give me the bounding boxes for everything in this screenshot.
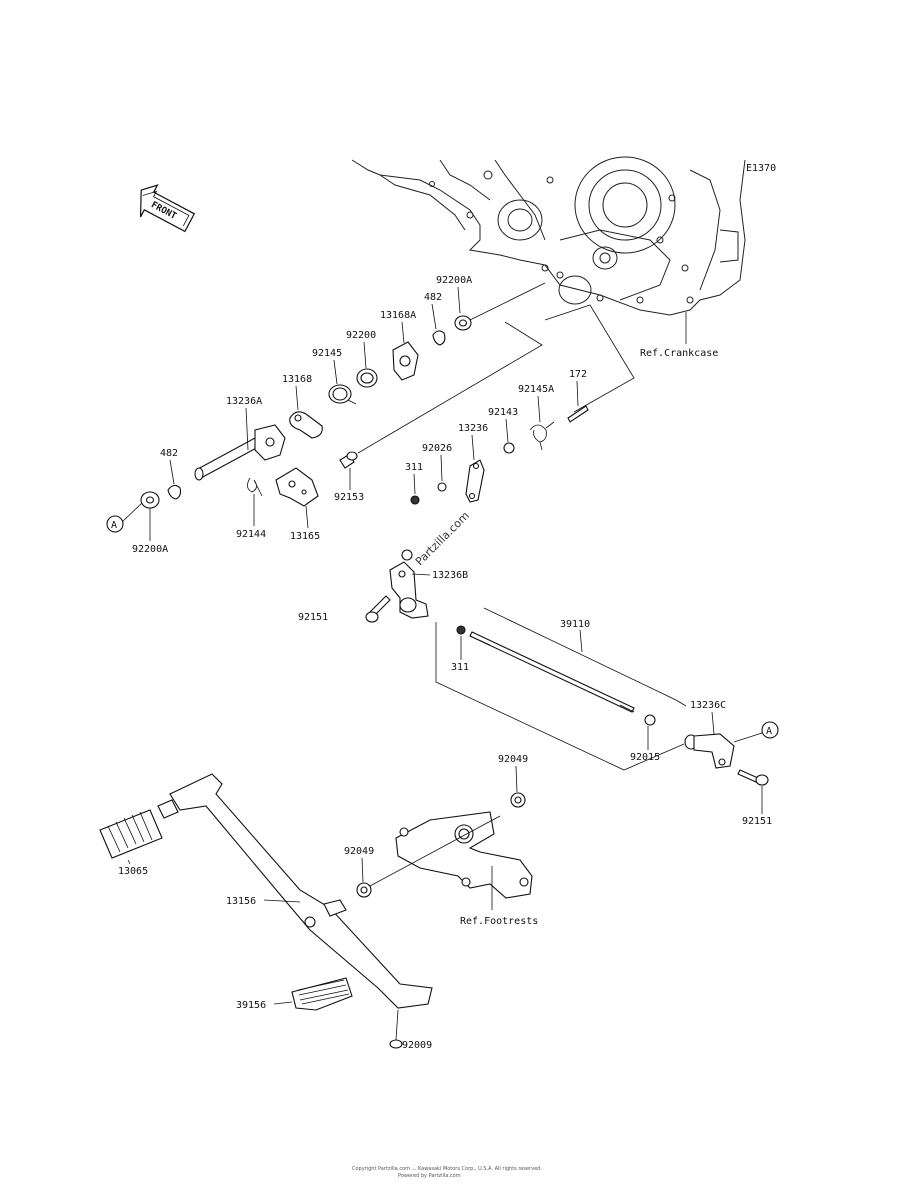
part-92015-nut: [644, 714, 656, 726]
part-13236C-lever: [684, 733, 735, 769]
part-39110-tie-rod: [469, 631, 635, 713]
part-92200A-washer: [454, 315, 472, 331]
label-482-left: 482: [160, 448, 178, 459]
part-92049-bushing-mid: [356, 882, 372, 898]
svg-text:A: A: [111, 520, 117, 531]
label-39156: 39156: [236, 1000, 266, 1011]
part-92200A-washer-left: [140, 491, 160, 509]
part-13065-pedal-rubber: [99, 799, 179, 859]
ref-footrests-label: Ref.Footrests: [460, 916, 538, 927]
part-92145A-spring: [529, 421, 555, 451]
part-311-nut-upper: [410, 495, 420, 505]
part-92009-screw: [389, 1009, 403, 1049]
label-172: 172: [569, 369, 587, 380]
label-92026: 92026: [422, 443, 452, 454]
part-482-circlip: [432, 330, 446, 346]
part-13236-link: [465, 459, 485, 503]
label-13168: 13168: [282, 374, 312, 385]
svg-text:A: A: [766, 726, 772, 737]
label-92151-left: 92151: [298, 612, 328, 623]
label-92144: 92144: [236, 529, 266, 540]
part-13165-plate: [275, 467, 319, 507]
label-92145A: 92145A: [518, 384, 554, 395]
label-13168A: 13168A: [380, 310, 416, 321]
footrest-bracket-illustration: [395, 811, 533, 899]
label-92151-right: 92151: [742, 816, 772, 827]
callout-A-right: A: [761, 721, 779, 739]
part-39156-pedal-pad: [291, 977, 353, 1011]
watermark: Partzilla.com: [413, 509, 472, 568]
part-92153-bolt: [339, 451, 358, 469]
part-92200-washer: [356, 368, 378, 388]
label-92153: 92153: [334, 492, 364, 503]
part-13156-shift-pedal: [169, 773, 433, 1009]
part-92049-bushing-top: [510, 792, 526, 808]
label-92145: 92145: [312, 348, 342, 359]
label-92200: 92200: [346, 330, 376, 341]
label-39110: 39110: [560, 619, 590, 630]
label-13236A: 13236A: [226, 396, 262, 407]
label-92200A-top: 92200A: [436, 275, 472, 286]
part-92151-bolt-right: [737, 769, 769, 786]
label-92009: 92009: [402, 1040, 432, 1051]
part-172-pin: [567, 405, 589, 423]
label-92049-mid: 92049: [344, 846, 374, 857]
front-direction-arrow: FRONT: [139, 184, 196, 233]
part-92026-collar: [437, 482, 447, 492]
label-13165: 13165: [290, 531, 320, 542]
part-311-nut-lower: [456, 625, 466, 635]
label-311-lower: 311: [451, 662, 469, 673]
label-13065: 13065: [118, 866, 148, 877]
part-13168-plate: [289, 411, 323, 439]
label-92049-top: 92049: [498, 754, 528, 765]
label-13236C: 13236C: [690, 700, 726, 711]
callout-A-left: A: [106, 515, 124, 533]
copyright-line-1: Copyright Partzilla.com ... Kawasaki Mot…: [352, 1166, 542, 1172]
part-13236B-lever: [389, 549, 429, 619]
label-92015: 92015: [630, 752, 660, 763]
label-13236: 13236: [458, 423, 488, 434]
label-92200A-left: 92200A: [132, 544, 168, 555]
part-92144-spring: [247, 477, 263, 497]
part-13168A-lever: [392, 341, 419, 381]
label-482-top: 482: [424, 292, 442, 303]
copyright-line-2: Powered by Partzilla.com: [398, 1173, 461, 1179]
figure-code: E1370: [746, 163, 776, 174]
part-92143-collar: [503, 442, 515, 454]
ref-crankcase-label: Ref.Crankcase: [640, 348, 718, 359]
label-13236B: 13236B: [432, 570, 468, 581]
label-92143: 92143: [488, 407, 518, 418]
label-13156: 13156: [226, 896, 256, 907]
label-311-upper: 311: [405, 462, 423, 473]
part-92145-spring: [328, 384, 357, 405]
crankcase-illustration: [351, 156, 746, 316]
part-482-circlip-left: [167, 484, 182, 500]
part-13236A-shift-shaft: [194, 424, 286, 481]
part-92151-bolt-left: [365, 595, 391, 623]
